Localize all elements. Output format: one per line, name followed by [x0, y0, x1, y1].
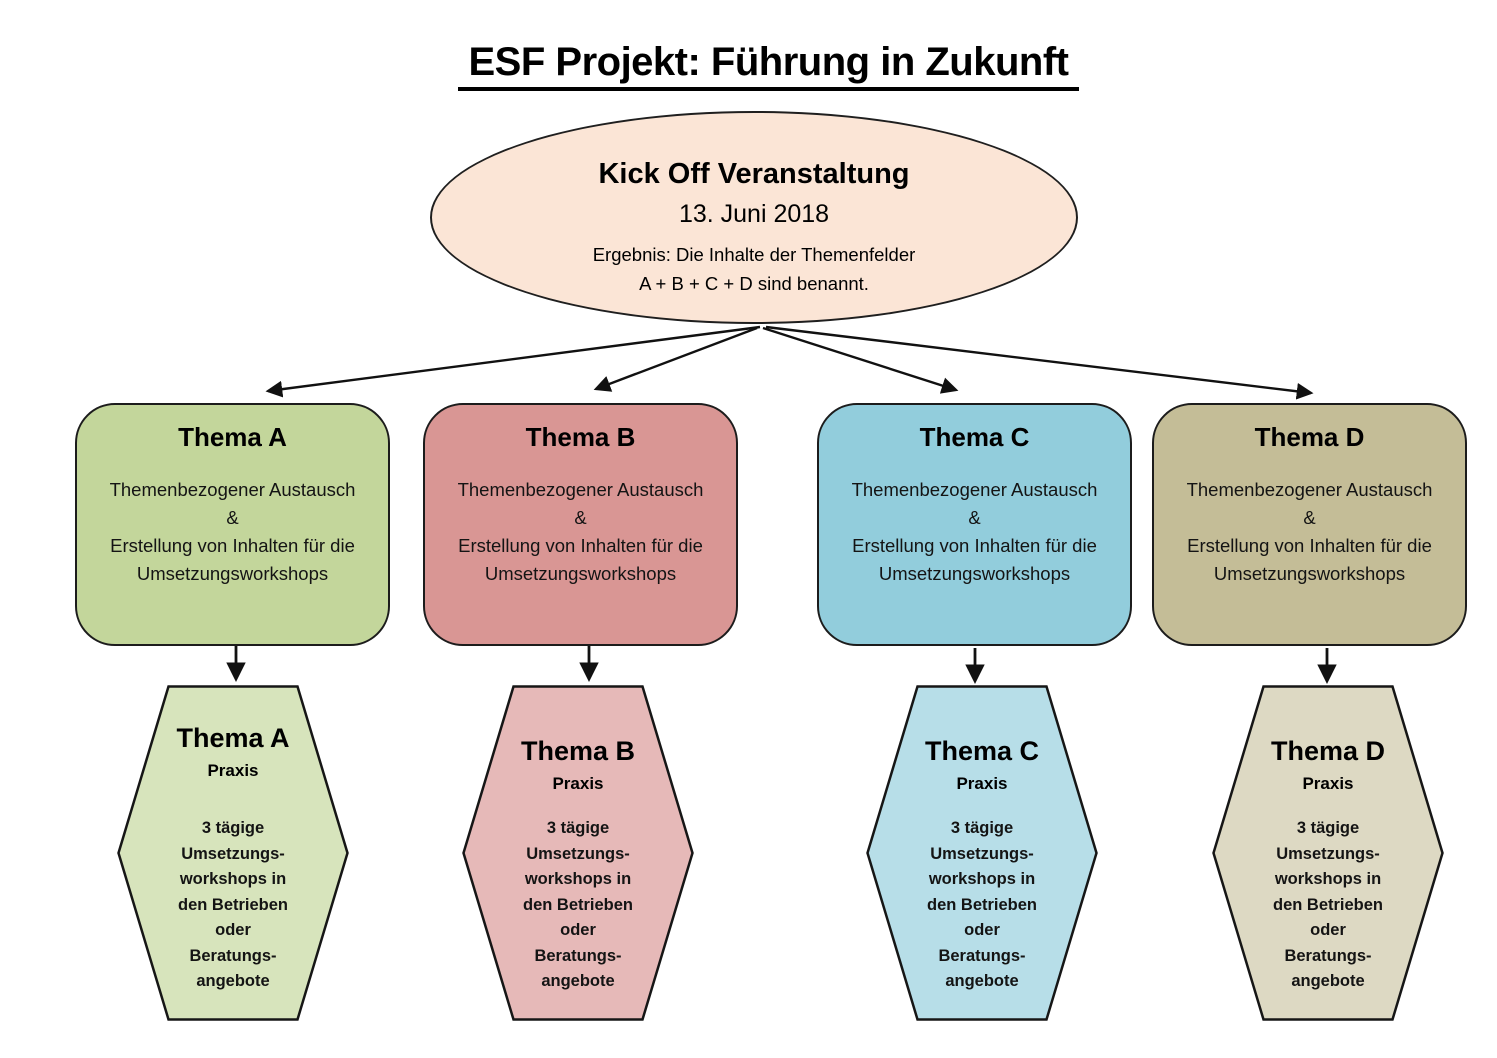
thema-a-box-title: Thema A — [178, 422, 287, 452]
hex-line: angebote — [1291, 972, 1365, 990]
hex-line: oder — [1310, 921, 1346, 939]
hex-line: 3 tägige — [950, 819, 1014, 837]
thema-a-box-line: & — [226, 507, 239, 528]
thema-a-hex-lines: 3 tägige Umsetzungs- workshops in den Be… — [117, 816, 349, 995]
thema-d-box-title: Thema D — [1254, 422, 1365, 452]
hex-line: Beratungs- — [938, 946, 1026, 965]
thema-d-box-line: Erstellung von Inhalten für die — [1187, 535, 1432, 556]
thema-d-hexagon: Thema D Praxis 3 tägige Umsetzungs- work… — [1212, 685, 1444, 1021]
thema-b-box-line: Erstellung von Inhalten für die — [458, 535, 703, 556]
thema-a-hex-title: Thema A — [176, 723, 290, 753]
hex-line: workshops in — [928, 870, 1036, 888]
thema-a-hex-subtitle: Praxis — [207, 761, 259, 780]
kickoff-result-line-2: A + B + C + D sind benannt. — [639, 273, 869, 294]
hex-line: workshops in — [524, 870, 632, 888]
kickoff-title: Kick Off Veranstaltung — [598, 158, 910, 190]
thema-b-hex-lines: 3 tägige Umsetzungs- workshops in den Be… — [462, 816, 694, 995]
page-title: ESF Projekt: Führung in Zukunft — [40, 40, 1497, 91]
thema-c-box-title: Thema C — [919, 422, 1030, 452]
thema-c-hex-lines: 3 tägige Umsetzungs- workshops in den Be… — [866, 816, 1098, 995]
thema-d-box-line: Themenbezogener Austausch — [1186, 479, 1433, 500]
hex-line: Beratungs- — [1284, 946, 1372, 965]
thema-c-box-line: Erstellung von Inhalten für die — [852, 535, 1097, 556]
thema-c-hex-subtitle: Praxis — [956, 774, 1008, 793]
hex-line: oder — [215, 921, 251, 939]
page-title-text: ESF Projekt: Führung in Zukunft — [458, 40, 1079, 91]
hex-line: den Betrieben — [522, 895, 634, 914]
thema-c-box-line: & — [968, 507, 981, 528]
thema-d-box-line: & — [1303, 507, 1316, 528]
hex-line: angebote — [945, 972, 1019, 990]
hexagon-shape — [462, 685, 694, 1021]
hexagon-shape — [1212, 685, 1444, 1021]
hex-line: oder — [560, 921, 596, 939]
thema-a-box-line: Umsetzungsworkshops — [136, 563, 329, 584]
hex-line: den Betrieben — [1272, 895, 1384, 914]
thema-c-hexagon: Thema C Praxis 3 tägige Umsetzungs- work… — [866, 685, 1098, 1021]
thema-b-box-title: Thema B — [525, 422, 636, 452]
thema-a-box-line: Erstellung von Inhalten für die — [110, 535, 355, 556]
hex-line: den Betrieben — [926, 895, 1038, 914]
hex-line: Beratungs- — [534, 946, 622, 965]
thema-a-box-line: Themenbezogener Austausch — [109, 479, 356, 500]
hex-line: den Betrieben — [177, 895, 289, 914]
thema-b-hex-title: Thema B — [520, 736, 636, 766]
hexagon-shape — [117, 685, 349, 1021]
hex-line: Umsetzungs- — [930, 844, 1034, 863]
thema-c-box-line: Umsetzungsworkshops — [878, 563, 1071, 584]
kickoff-ellipse: Kick Off Veranstaltung 13. Juni 2018 Erg… — [430, 111, 1078, 324]
hex-line: oder — [964, 921, 1000, 939]
thema-c-hex-title: Thema C — [924, 736, 1040, 766]
hex-line: angebote — [196, 972, 270, 990]
hex-line: angebote — [541, 972, 615, 990]
thema-d-box: Thema D Themenbezogener Austausch & Erst… — [1152, 403, 1467, 646]
hex-line: Umsetzungs- — [181, 844, 285, 863]
thema-a-box: Thema A Themenbezogener Austausch & Erst… — [75, 403, 390, 646]
thema-a-hexagon: Thema A Praxis 3 tägige Umsetzungs- work… — [117, 685, 349, 1021]
thema-d-hex-title: Thema D — [1270, 736, 1386, 766]
thema-c-box-line: Themenbezogener Austausch — [851, 479, 1098, 500]
thema-b-hexagon-content: Thema B Praxis 3 tägige Umsetzungs- work… — [462, 685, 694, 1021]
thema-b-hexagon: Thema B Praxis 3 tägige Umsetzungs- work… — [462, 685, 694, 1021]
thema-b-box: Thema B Themenbezogener Austausch & Erst… — [423, 403, 738, 646]
fan-arrow-b — [593, 326, 758, 392]
hex-line: Beratungs- — [189, 946, 277, 965]
hex-line: workshops in — [179, 870, 287, 888]
thema-c-box: Thema C Themenbezogener Austausch & Erst… — [817, 403, 1132, 646]
thema-b-box-line: Themenbezogener Austausch — [457, 479, 704, 500]
thema-d-box-line: Umsetzungsworkshops — [1213, 563, 1406, 584]
hexagon-shape — [866, 685, 1098, 1021]
thema-b-hex-subtitle: Praxis — [552, 774, 604, 793]
thema-c-hexagon-content: Thema C Praxis 3 tägige Umsetzungs- work… — [866, 685, 1098, 1021]
kickoff-result-line-1: Ergebnis: Die Inhalte der Themenfelder — [592, 244, 916, 265]
hex-line: 3 tägige — [1296, 819, 1360, 837]
kickoff-date: 13. Juni 2018 — [678, 200, 830, 228]
hex-line: Umsetzungs- — [1276, 844, 1380, 863]
thema-b-box-line: & — [574, 507, 587, 528]
fan-arrow-d — [765, 325, 1314, 400]
hex-line: 3 tägige — [546, 819, 610, 837]
hex-line: Umsetzungs- — [526, 844, 630, 863]
thema-d-hexagon-content: Thema D Praxis 3 tägige Umsetzungs- work… — [1212, 685, 1444, 1021]
fan-arrow-a — [265, 325, 761, 398]
thema-b-box-line: Umsetzungsworkshops — [484, 563, 677, 584]
thema-d-hex-lines: 3 tägige Umsetzungs- workshops in den Be… — [1212, 816, 1444, 995]
thema-a-hexagon-content: Thema A Praxis 3 tägige Umsetzungs- work… — [117, 685, 349, 1021]
fan-arrow-c — [762, 326, 959, 394]
thema-d-hex-subtitle: Praxis — [1302, 774, 1354, 793]
hex-line: 3 tägige — [201, 819, 265, 837]
hex-line: workshops in — [1274, 870, 1382, 888]
